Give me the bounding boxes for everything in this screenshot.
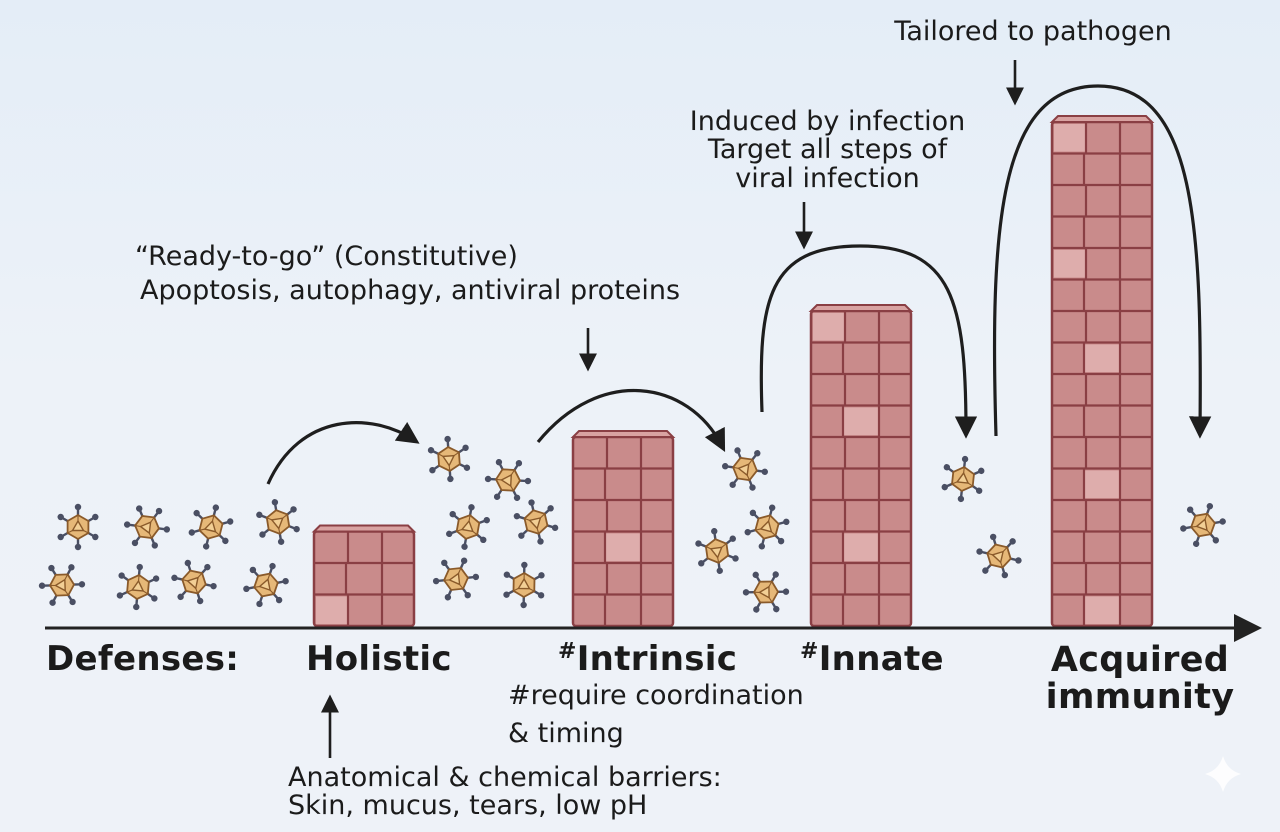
intrinsic-note-line-2: & timing [508,718,624,750]
annotation-acquired-line-1: Tailored to pathogen [894,16,1172,47]
annotation-intrinsic: “Ready-to-go” (Constitutive) Apoptosis, … [132,241,681,307]
virus-particle-icon [938,452,988,506]
brick-wall-intrinsic [570,430,676,628]
annotation-intrinsic-line-2: Apoptosis, autophagy, antiviral proteins [140,275,681,307]
defense-label-innate-text: Innate [818,639,944,679]
intrinsic-note-line-1: #require coordination [508,680,804,711]
virus-particle-icon [237,555,295,615]
defense-label-intrinsic: #Intrinsic [558,639,738,679]
virus-particle-icon [115,494,179,560]
defense-label-innate: #Innate [800,639,944,679]
virus-particle-icon [503,489,569,555]
defense-label-acquired: Acquired immunity [1030,642,1250,716]
virus-particle-icon [966,523,1032,589]
jump-arrow-acquired [992,84,1212,439]
virus-particle-icon [739,498,795,556]
annotation-holistic-line-1: Anatomical & chemical barriers: [288,762,722,793]
defense-label-acquired-line-2: immunity [1045,676,1235,717]
virus-particle-icon [114,560,162,614]
virus-particle-icon [713,436,777,502]
virus-particle-icon [426,548,486,610]
annotation-acquired: Tailored to pathogen [868,16,1198,47]
virus-particle-icon [31,553,93,617]
annotation-innate-line-3: viral infection [735,162,920,194]
intrinsic-marker: # [558,639,577,664]
virus-particle-icon [417,427,481,491]
annotation-holistic-line-2: Skin, mucus, tears, low pH [288,790,648,822]
innate-marker: # [800,639,819,664]
defense-label-intrinsic-text: Intrinsic [576,639,738,679]
axis-arrowhead [1234,614,1262,642]
virus-particle-icon [162,549,226,615]
virus-particle-icon [501,560,547,610]
jump-arrow-intrinsic [536,388,726,452]
jump-arrow-holistic [266,421,420,485]
annotation-innate-line-2: Target all steps of [707,134,948,166]
defense-label-acquired-line-1: Acquired [1050,640,1230,680]
annotation-innate: Induced by infection Target all steps of… [660,106,995,194]
annotation-intrinsic-line-1: “Ready-to-go” (Constitutive) [135,241,518,272]
virus-particle-icon [442,499,494,555]
defense-label-holistic-text: Holistic [306,639,452,679]
annotation-innate-line-1: Induced by infection [689,106,966,137]
jump-arrow-innate [759,244,978,439]
virus-particle-icon [56,502,100,552]
sparkle-icon [1205,756,1241,792]
brick-wall-innate [808,304,914,628]
intrinsic-note: #require coordination & timing [508,680,804,750]
virus-particle-icon [184,498,238,556]
virus-particle-icon [1174,494,1232,556]
brick-wall-holistic [311,524,417,628]
annotation-holistic: Anatomical & chemical barriers: Skin, mu… [288,762,722,822]
defense-label-holistic: Holistic [306,639,452,679]
brick-wall-acquired [1049,115,1155,628]
virus-particle-icon [684,519,750,583]
virus-particle-icon [735,560,797,624]
virus-particle-icon [245,490,311,554]
axis-label: Defenses: [46,639,240,679]
